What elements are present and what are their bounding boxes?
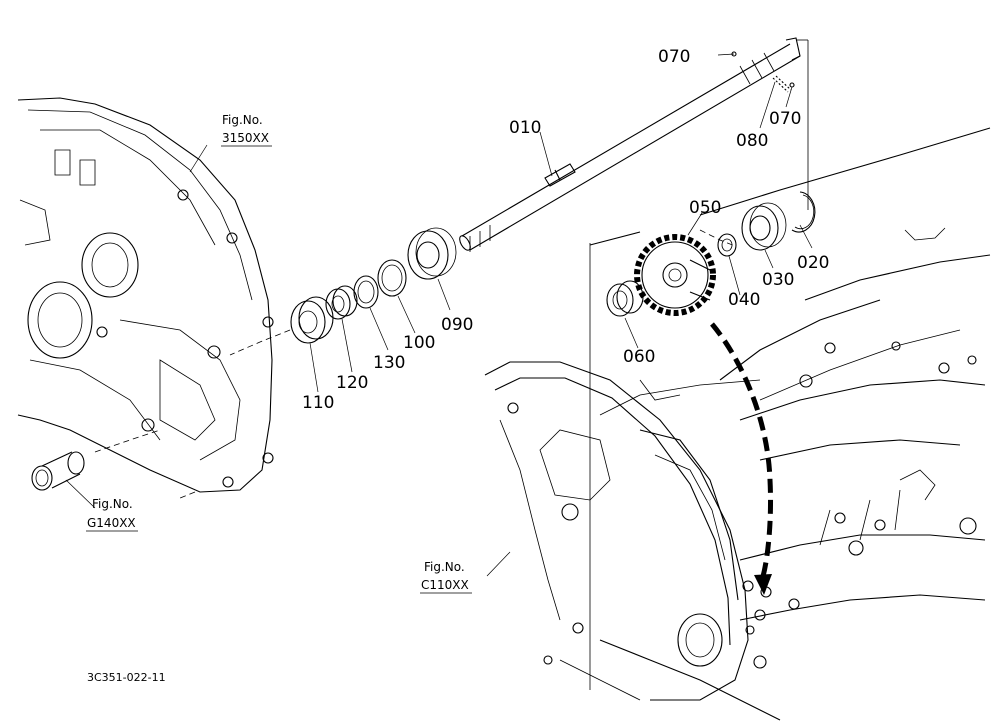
figure-ref-g140[interactable]: Fig.No. G140XX — [86, 497, 138, 532]
document-id: 3C351-022-11 — [87, 671, 166, 684]
part-label-120: 120 — [336, 373, 368, 393]
part-label-090: 090 — [441, 315, 473, 335]
ring-130 — [353, 275, 379, 309]
part-label-080: 080 — [736, 131, 768, 151]
main-shaft — [459, 37, 801, 252]
assembly-centerlines — [94, 39, 809, 690]
collar-120 — [325, 285, 358, 320]
figure-ref-c110[interactable]: Fig.No. C110XX — [420, 560, 472, 594]
figure-ref-3150[interactable]: Fig.No. 3150XX — [221, 113, 272, 147]
gear — [634, 234, 716, 316]
fig-ref-number: C110XX — [421, 578, 469, 592]
left-housing — [17, 97, 274, 493]
part-label-070-bottom: 070 — [769, 109, 801, 129]
assembly-arrow — [710, 322, 774, 581]
bushing — [31, 451, 85, 491]
fig-ref-number: 3150XX — [222, 131, 269, 145]
ring-100 — [377, 259, 407, 297]
part-label-010: 010 — [509, 118, 541, 138]
right-transmission-case — [484, 127, 991, 721]
fig-ref-caption: Fig.No. — [92, 497, 133, 511]
part-labels: 070 070 080 010 050 020 030 040 060 090 … — [302, 47, 829, 413]
part-label-050: 050 — [689, 198, 721, 218]
snap-ring-020 — [791, 191, 816, 233]
fig-ref-caption: Fig.No. — [222, 113, 263, 127]
part-label-030: 030 — [762, 270, 794, 290]
leader-lines — [65, 53, 813, 577]
spacer — [717, 233, 737, 257]
part-label-130: 130 — [373, 353, 405, 373]
part-label-070-top: 070 — [658, 47, 690, 67]
part-label-040: 040 — [728, 290, 760, 310]
oil-seal-110 — [290, 296, 334, 344]
part-label-100: 100 — [403, 333, 435, 353]
part-label-020: 020 — [797, 253, 829, 273]
fig-ref-number: G140XX — [87, 516, 136, 530]
fig-ref-caption: Fig.No. — [424, 560, 465, 574]
part-label-110: 110 — [302, 393, 334, 413]
bearing-090 — [407, 227, 457, 280]
bearing-030 — [741, 202, 787, 251]
part-label-060: 060 — [623, 347, 655, 367]
bushing-060 — [606, 280, 644, 317]
